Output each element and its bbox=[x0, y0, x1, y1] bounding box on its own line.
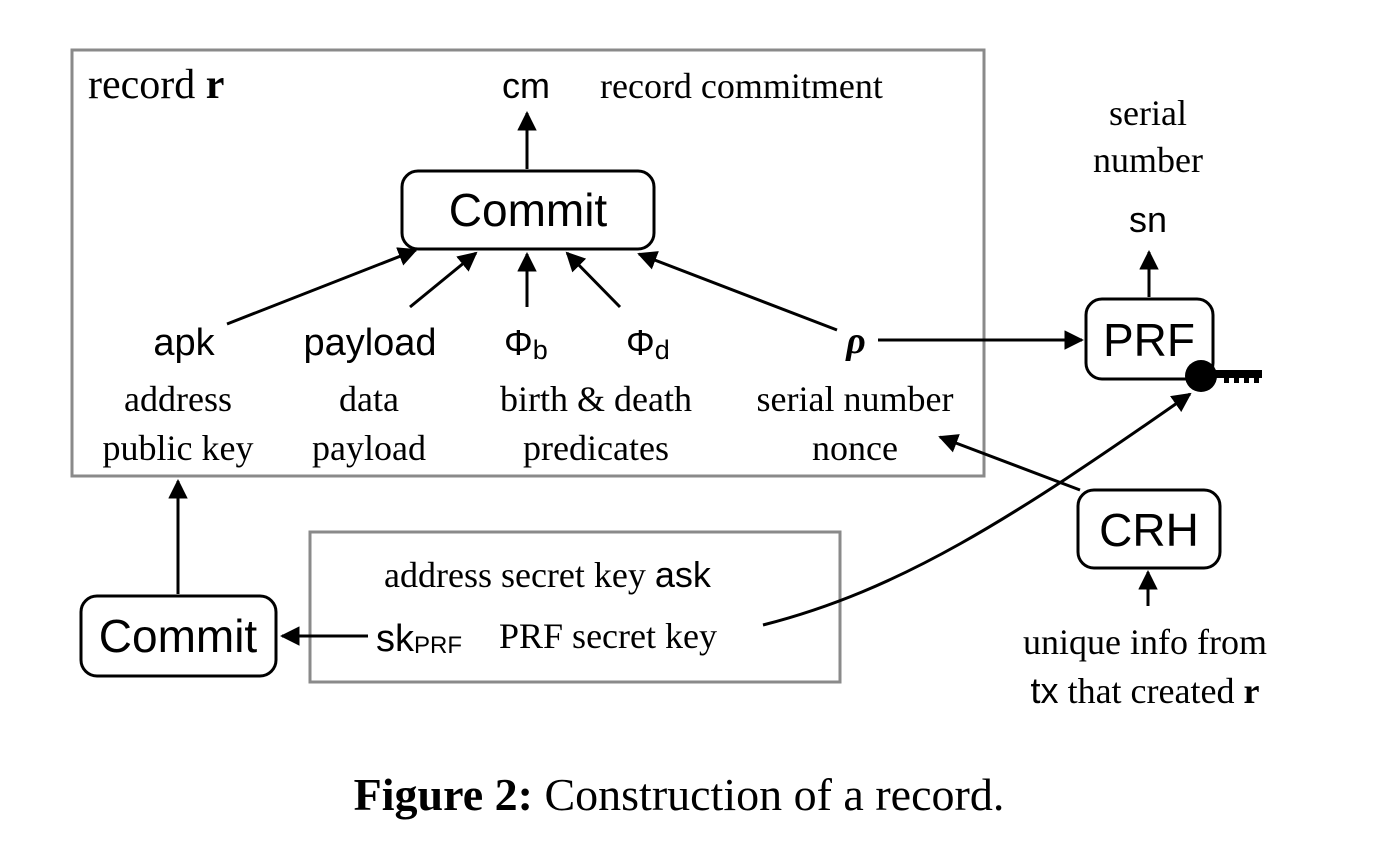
rho-symbol: ρ bbox=[845, 320, 866, 362]
prf-node-label: PRF bbox=[1103, 314, 1195, 366]
payload-desc-line2: payload bbox=[312, 428, 426, 468]
skprf-symbol: skPRF bbox=[376, 618, 462, 660]
phi-d-symbol: Φd bbox=[626, 322, 670, 365]
arrow-rho-to-commit bbox=[637, 251, 838, 332]
predicates-desc-line1: birth & death bbox=[500, 379, 692, 419]
commit-node-top bbox=[400, 169, 656, 251]
rho-desc-line2: nonce bbox=[812, 428, 898, 468]
record-frame bbox=[70, 48, 986, 478]
secret-key-frame bbox=[308, 530, 842, 684]
crh-node bbox=[1076, 488, 1222, 570]
unique-info-line1: unique info from bbox=[1023, 622, 1267, 662]
apk-desc-line2: public key bbox=[103, 428, 254, 468]
arrow-phid-to-commit bbox=[565, 251, 622, 309]
apk-desc-line1: address bbox=[124, 379, 232, 419]
skprf-desc: PRF secret key bbox=[499, 616, 717, 656]
unique-info-line2: tx that created r bbox=[1031, 670, 1260, 711]
commit-node-top-label: Commit bbox=[449, 184, 608, 236]
phi-b-symbol: Φb bbox=[504, 322, 548, 365]
commit-node-bottom-label: Commit bbox=[99, 610, 258, 662]
apk-symbol: apk bbox=[153, 322, 215, 364]
commit-node-bottom bbox=[79, 594, 278, 678]
arrow-skprf-to-prf-key bbox=[762, 392, 1192, 627]
rho-desc-line1: serial number bbox=[757, 379, 954, 419]
sn-symbol: sn bbox=[1129, 199, 1167, 240]
prf-node bbox=[1084, 297, 1215, 381]
payload-symbol: payload bbox=[303, 322, 436, 364]
arrow-crh-to-nonce bbox=[938, 434, 1081, 492]
serial-label-line2: number bbox=[1093, 140, 1203, 180]
record-commitment-label: record commitment bbox=[600, 66, 883, 106]
cm-label: cm bbox=[502, 65, 550, 106]
figure-caption: Figure 2: Construction of a record. bbox=[354, 769, 1005, 820]
predicates-desc-line2: predicates bbox=[523, 428, 669, 468]
crh-node-label: CRH bbox=[1099, 504, 1199, 556]
arrow-payload-to-commit bbox=[409, 251, 478, 309]
record-title: record r bbox=[88, 62, 224, 108]
payload-desc-line1: data bbox=[339, 379, 399, 419]
ask-label: address secret key ask bbox=[384, 554, 712, 595]
arrow-apk-to-commit bbox=[226, 247, 418, 326]
serial-label-line1: serial bbox=[1109, 93, 1187, 133]
key-icon bbox=[1185, 360, 1262, 392]
